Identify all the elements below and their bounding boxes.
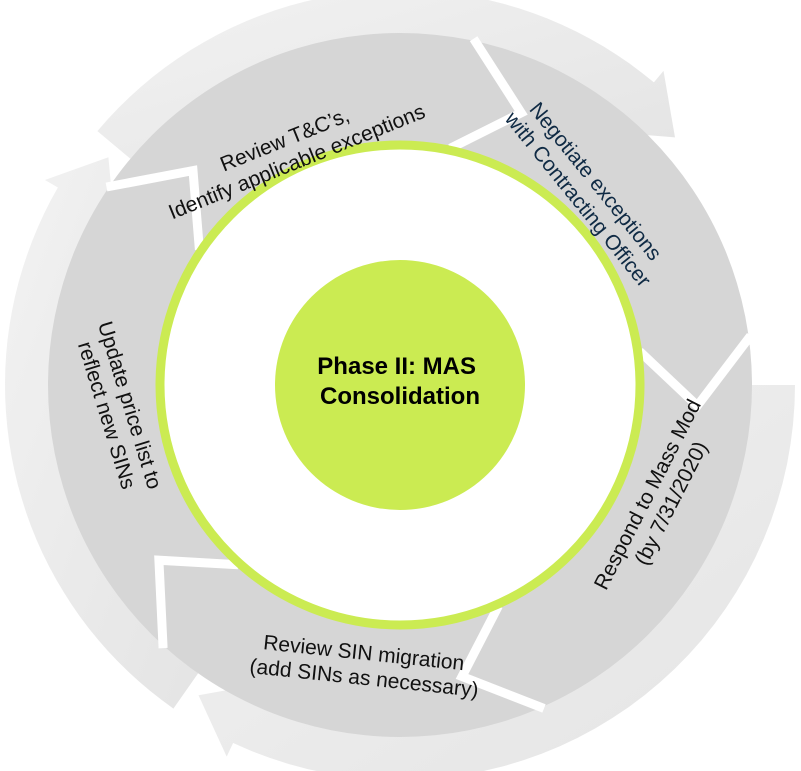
outer-arrow-top-right: [97, 0, 675, 164]
outer-cycle-arrows: [5, 0, 795, 771]
chevron-separator: [455, 604, 546, 713]
chevron-separators: [105, 36, 755, 713]
outer-arrow-bottom: [198, 385, 795, 771]
chevron-separator: [448, 36, 528, 153]
chevron-separator: [105, 165, 204, 251]
chevron-separator: [636, 332, 755, 413]
outer-arrow-left: [5, 157, 203, 709]
center-title-line-2: Consolidation: [320, 383, 480, 410]
center-hub: [275, 260, 525, 510]
chevron-separator: [154, 555, 239, 649]
center-title-line-1: Phase II: MAS: [317, 353, 476, 380]
center-title: Phase II: MAS Consolidation: [317, 353, 482, 410]
